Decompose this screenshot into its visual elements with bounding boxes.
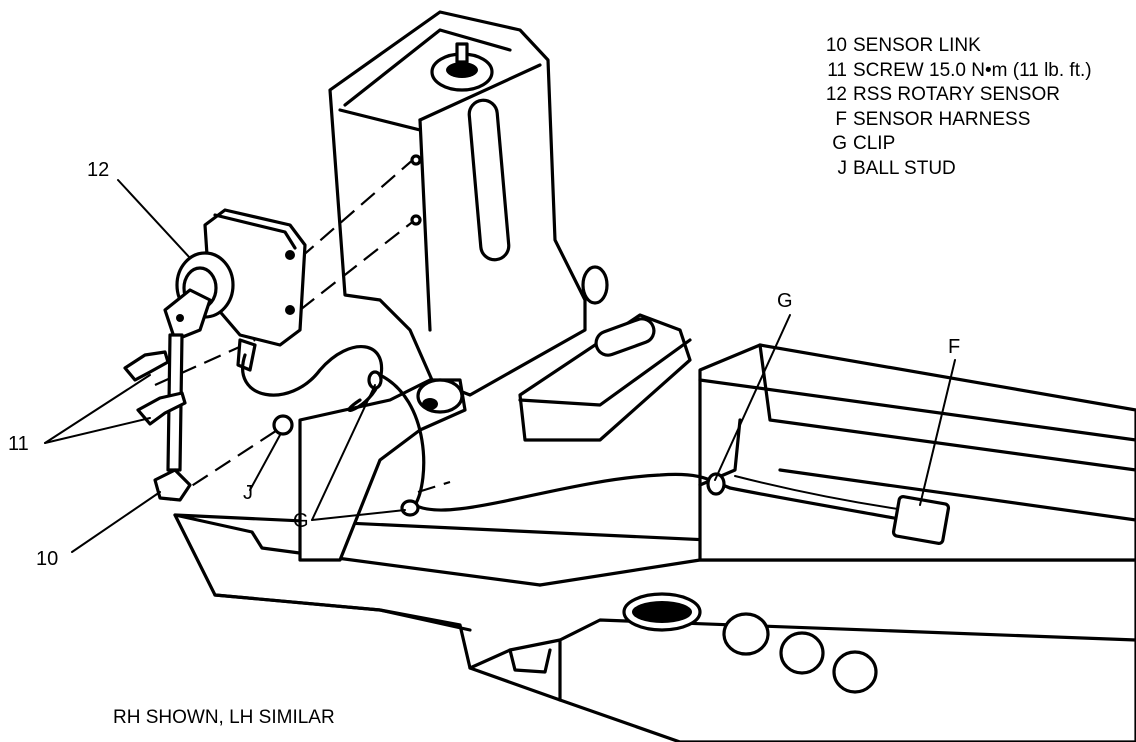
legend-code: 11 [827,59,847,81]
callout-G-right: G [777,290,793,312]
ball-stud [272,414,294,436]
callout-J: J [243,482,253,504]
callout-11: 11 [8,433,29,455]
screws [123,350,187,426]
diagram-caption: RH SHOWN, LH SIMILAR [113,707,335,728]
callout-10: 10 [36,548,59,570]
callout-F: F [948,336,961,358]
sensor-link [153,333,192,502]
legend-item: F SENSOR HARNESS [815,108,1092,133]
legend-code: 10 [825,35,847,56]
legend-item: 10 SENSOR LINK [815,34,1092,59]
legend-code: G [832,133,847,155]
legend-item: 11 SCREW 15.0 N•m (11 lb. ft.) [815,59,1092,84]
callout-12: 12 [87,159,110,181]
parts-legend: 10 SENSOR LINK 11 SCREW 15.0 N•m (11 lb.… [815,34,1092,182]
legend-text: SENSOR HARNESS [853,108,1031,130]
legend-item: 12 RSS ROTARY SENSOR [815,83,1092,108]
frame-side-rail [698,343,1136,562]
legend-item: J BALL STUD [815,157,1092,182]
leader-lines [44,179,956,553]
legend-code: 12 [825,84,847,106]
legend-text: BALL STUD [853,157,956,179]
callout-G-left: G [293,510,309,532]
lower-arm [298,378,467,562]
legend-text: SCREW 15.0 N•m (11 lb. ft.) [853,59,1092,81]
legend-item: G CLIP [815,132,1092,157]
legend-text: SENSOR LINK [853,35,981,56]
mount-pad [518,313,692,442]
legend-text: CLIP [853,133,896,155]
rotary-sensor [163,208,307,372]
legend-code: J [837,157,848,179]
sensor-harness [241,345,951,546]
legend-code: F [835,108,847,130]
upright-bracket [328,10,609,397]
legend-text: RSS ROTARY SENSOR [853,84,1060,106]
